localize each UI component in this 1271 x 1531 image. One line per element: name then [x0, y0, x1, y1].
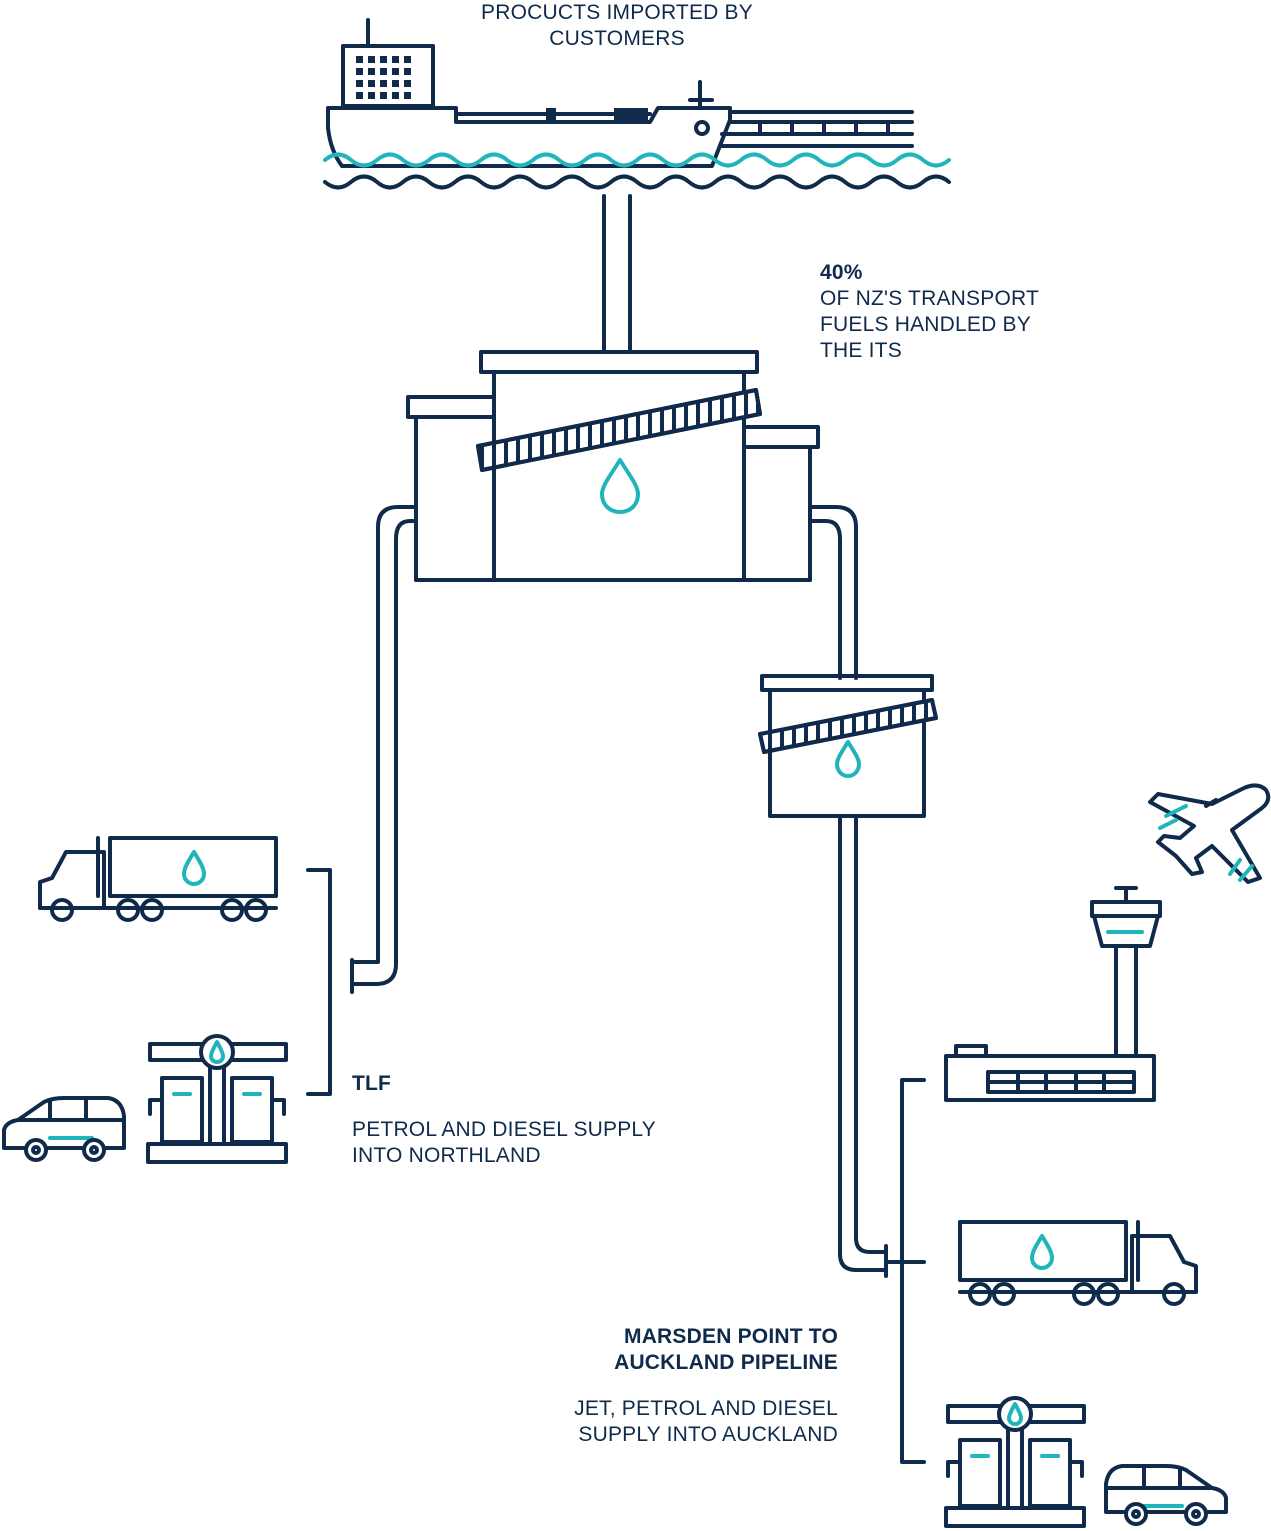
main-storage-tanks-icon — [406, 350, 820, 582]
stat-text: OF NZ'S TRANSPORT FUELS HANDLED BY THE I… — [820, 287, 1039, 362]
airplane-icon — [1148, 783, 1271, 884]
waves-icon — [323, 152, 951, 190]
airport-tower-icon — [1090, 886, 1162, 1058]
tlf-label: TLF PETROL AND DIESEL SUPPLY INTO NORTHL… — [352, 1071, 682, 1169]
loading-jetty-icon — [720, 110, 914, 148]
tlf-bracket — [306, 868, 332, 1096]
tanker-ship-icon — [326, 18, 732, 168]
main-tank-drop-icon — [600, 458, 640, 514]
imports-title: PROCUCTS IMPORTED BY CUSTOMERS — [481, 1, 753, 50]
auckland-bracket — [884, 1078, 926, 1464]
stat-value: 40% — [820, 261, 863, 284]
tlf-text: PETROL AND DIESEL SUPPLY INTO NORTHLAND — [352, 1118, 656, 1167]
imports-label: PROCUCTS IMPORTED BY CUSTOMERS — [456, 0, 778, 52]
pipe-to-secondary-tank — [808, 505, 858, 680]
pipeline-text: JET, PETROL AND DIESEL SUPPLY INTO AUCKL… — [574, 1397, 838, 1446]
secondary-tank-icon — [760, 674, 934, 818]
pipeline-title: MARSDEN POINT TO AUCKLAND PIPELINE — [614, 1325, 838, 1374]
pipe-to-tlf — [350, 505, 418, 994]
fuel-station-right-icon — [944, 1396, 1086, 1528]
tanker-truck-left-icon — [38, 836, 278, 922]
tanker-truck-right-icon — [958, 1220, 1198, 1306]
ship-to-tank-pipe — [602, 194, 632, 354]
fuel-station-left-icon — [146, 1034, 288, 1164]
secondary-tank-drop-icon — [835, 740, 861, 778]
airport-terminal-icon — [944, 1044, 1156, 1102]
pipe-to-auckland — [838, 814, 888, 1278]
main-tank-stair-band — [476, 388, 762, 472]
pipeline-label: MARSDEN POINT TO AUCKLAND PIPELINE JET, … — [556, 1324, 838, 1448]
tlf-title: TLF — [352, 1072, 392, 1095]
car-right-icon — [1104, 1464, 1228, 1526]
stat-label: 40% OF NZ'S TRANSPORT FUELS HANDLED BY T… — [820, 260, 1060, 364]
car-left-icon — [2, 1096, 126, 1162]
